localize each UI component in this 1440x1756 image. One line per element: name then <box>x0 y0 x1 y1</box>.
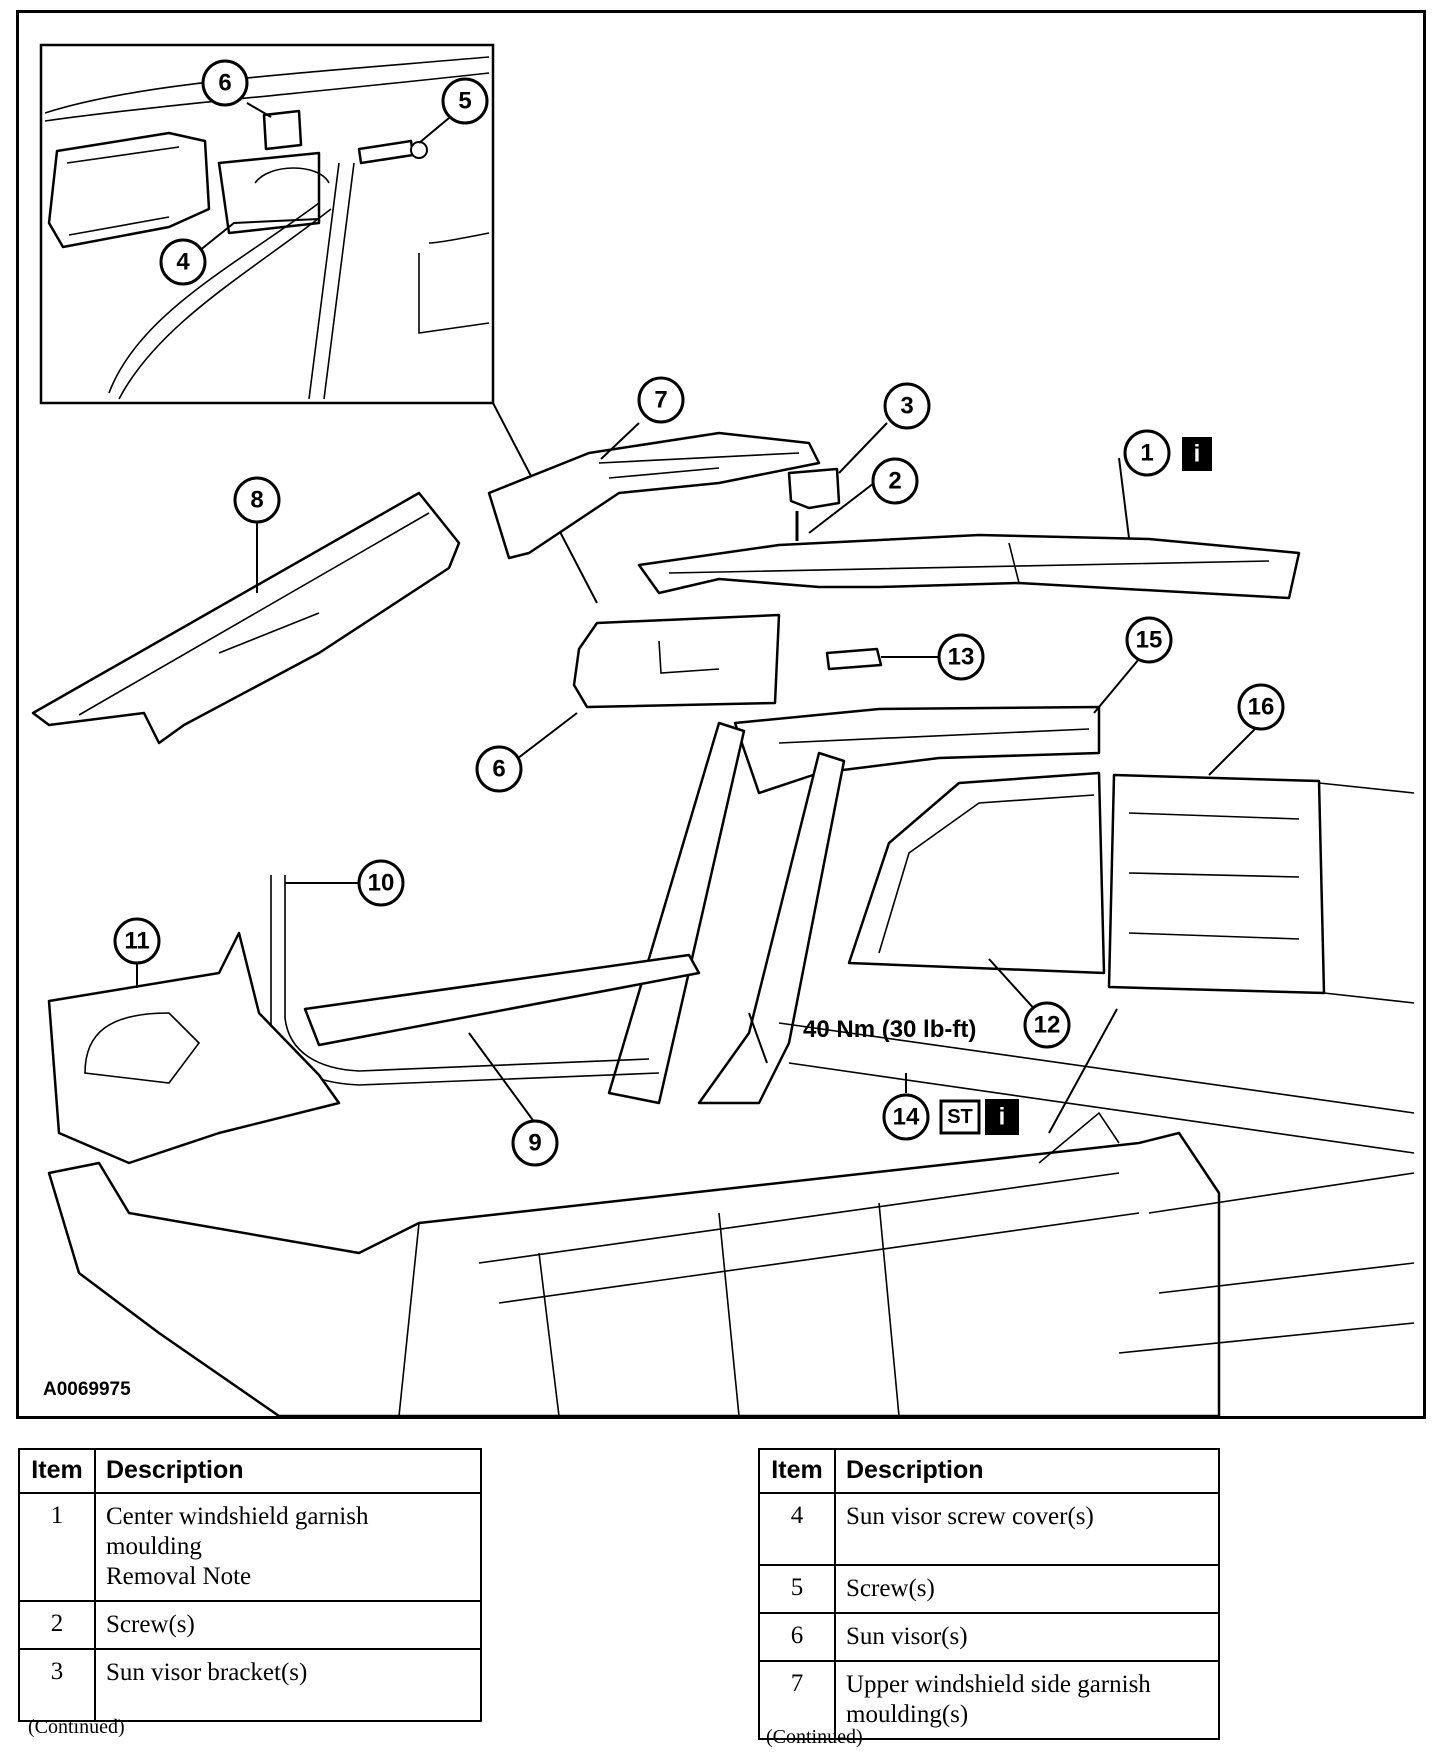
inset-detail <box>39 43 495 405</box>
legend-item-description: Sun visor bracket(s) <box>94 1648 482 1722</box>
continued-note-left: (Continued) <box>28 1716 125 1738</box>
svg-text:i: i <box>1194 441 1201 468</box>
legend-item-number: 5 <box>758 1564 836 1614</box>
svg-text:6: 6 <box>218 70 231 97</box>
continued-note-right: (Continued) <box>766 1726 863 1748</box>
svg-text:16: 16 <box>1248 694 1275 721</box>
svg-text:9: 9 <box>528 1130 541 1157</box>
callout-1: 1 <box>1123 429 1171 477</box>
part-7-upper-moulding <box>487 422 821 560</box>
legend-header-item: Item <box>18 1448 96 1494</box>
callout-5: 5 <box>441 77 489 125</box>
svg-text:11: 11 <box>124 928 149 955</box>
exploded-parts-diagram: 1 2 3 4 5 6 6 7 8 9 10 11 12 13 14 15 16… <box>16 10 1426 1419</box>
legend-item-description: Sun visor screw cover(s) <box>834 1492 1220 1566</box>
torque-note: 40 Nm (30 lb-ft) <box>803 1016 976 1043</box>
legend-item-description: Sun visor(s) <box>834 1612 1220 1662</box>
legend-header-row: Item Description <box>758 1448 1220 1494</box>
info-badge-item-1: i <box>1182 437 1212 471</box>
table-row: 5 Screw(s) <box>758 1564 1220 1614</box>
svg-text:2: 2 <box>888 468 901 495</box>
table-row: 2 Screw(s) <box>18 1600 482 1650</box>
callout-4: 4 <box>159 238 207 286</box>
callout-16: 16 <box>1237 683 1285 731</box>
part-9-scuff-plate <box>303 953 701 1124</box>
callout-2: 2 <box>871 457 919 505</box>
svg-text:4: 4 <box>176 249 190 276</box>
table-row: 1 Center windshield garnish moulding Rem… <box>18 1492 482 1602</box>
legend-item-description: Center windshield garnish moulding Remov… <box>94 1492 482 1602</box>
table-row: 6 Sun visor(s) <box>758 1612 1220 1662</box>
b-pillar-trim-rear <box>697 751 846 1105</box>
svg-text:8: 8 <box>250 487 263 514</box>
legend-item-number: 2 <box>18 1600 96 1650</box>
part-6-sun-visor <box>508 613 781 766</box>
callout-11: 11 <box>113 917 161 965</box>
legend-header-description: Description <box>834 1448 1220 1494</box>
svg-text:i: i <box>999 1104 1006 1131</box>
part-1-center-moulding <box>637 457 1301 600</box>
svg-text:3: 3 <box>900 393 913 420</box>
callout-8: 8 <box>233 476 281 524</box>
part-13-cover <box>825 647 883 671</box>
svg-text:1: 1 <box>1140 440 1153 467</box>
svg-text:5: 5 <box>458 88 471 115</box>
svg-text:10: 10 <box>368 870 395 897</box>
callout-15: 15 <box>1125 616 1173 664</box>
legend-header-row: Item Description <box>18 1448 482 1494</box>
svg-text:15: 15 <box>1136 627 1163 654</box>
floor-structure <box>47 1022 1415 1416</box>
svg-text:6: 6 <box>492 756 505 783</box>
legend-item-description: Screw(s) <box>834 1564 1220 1614</box>
legend-item-number: 1 <box>18 1492 96 1602</box>
callout-9: 9 <box>511 1119 559 1167</box>
part-3-bracket <box>787 422 888 541</box>
table-row: 3 Sun visor bracket(s) <box>18 1648 482 1722</box>
svg-text:7: 7 <box>654 387 667 414</box>
part-15-header-panel <box>733 658 1140 795</box>
part-12-window-trim <box>847 771 1106 1024</box>
callout-6-inset: 6 <box>201 59 249 107</box>
table-row: 4 Sun visor screw cover(s) <box>758 1492 1220 1566</box>
callout-3: 3 <box>883 382 931 430</box>
special-tool-badge-item-14: ST <box>939 1099 981 1135</box>
legend-item-number: 6 <box>758 1612 836 1662</box>
legend-item-description: Screw(s) <box>94 1600 482 1650</box>
diagram-drawing: 1 2 3 4 5 6 6 7 8 9 10 11 12 13 14 15 16… <box>31 43 1415 1416</box>
legend-header-description: Description <box>94 1448 482 1494</box>
callout-12: 12 <box>1023 1001 1071 1049</box>
table-row: 7 Upper windshield side garnish moulding… <box>758 1660 1220 1740</box>
info-badge-item-14: i <box>985 1099 1019 1135</box>
legend-table-left: Item Description 1 Center windshield gar… <box>18 1448 482 1722</box>
svg-text:13: 13 <box>948 644 975 671</box>
legend-table-right: Item Description 4 Sun visor screw cover… <box>758 1448 1220 1740</box>
callout-6: 6 <box>475 745 523 793</box>
svg-text:12: 12 <box>1034 1012 1061 1039</box>
callout-7: 7 <box>637 376 685 424</box>
callout-13: 13 <box>937 633 985 681</box>
legend-item-number: 7 <box>758 1660 836 1740</box>
part-11-cowl-trim <box>47 931 341 1165</box>
callout-14: 14 <box>882 1093 930 1141</box>
part-8-pillar-moulding <box>31 491 461 745</box>
legend-item-number: 4 <box>758 1492 836 1566</box>
svg-text:ST: ST <box>947 1106 973 1128</box>
b-pillar-trim-front <box>607 721 746 1105</box>
legend-item-number: 3 <box>18 1648 96 1722</box>
callout-10: 10 <box>357 859 405 907</box>
svg-text:14: 14 <box>893 1104 920 1131</box>
figure-id: A0069975 <box>43 1379 131 1400</box>
legend-header-item: Item <box>758 1448 836 1494</box>
legend-item-description: Upper windshield side garnish moulding(s… <box>834 1660 1220 1740</box>
part-16-headliner <box>1107 722 1415 1004</box>
